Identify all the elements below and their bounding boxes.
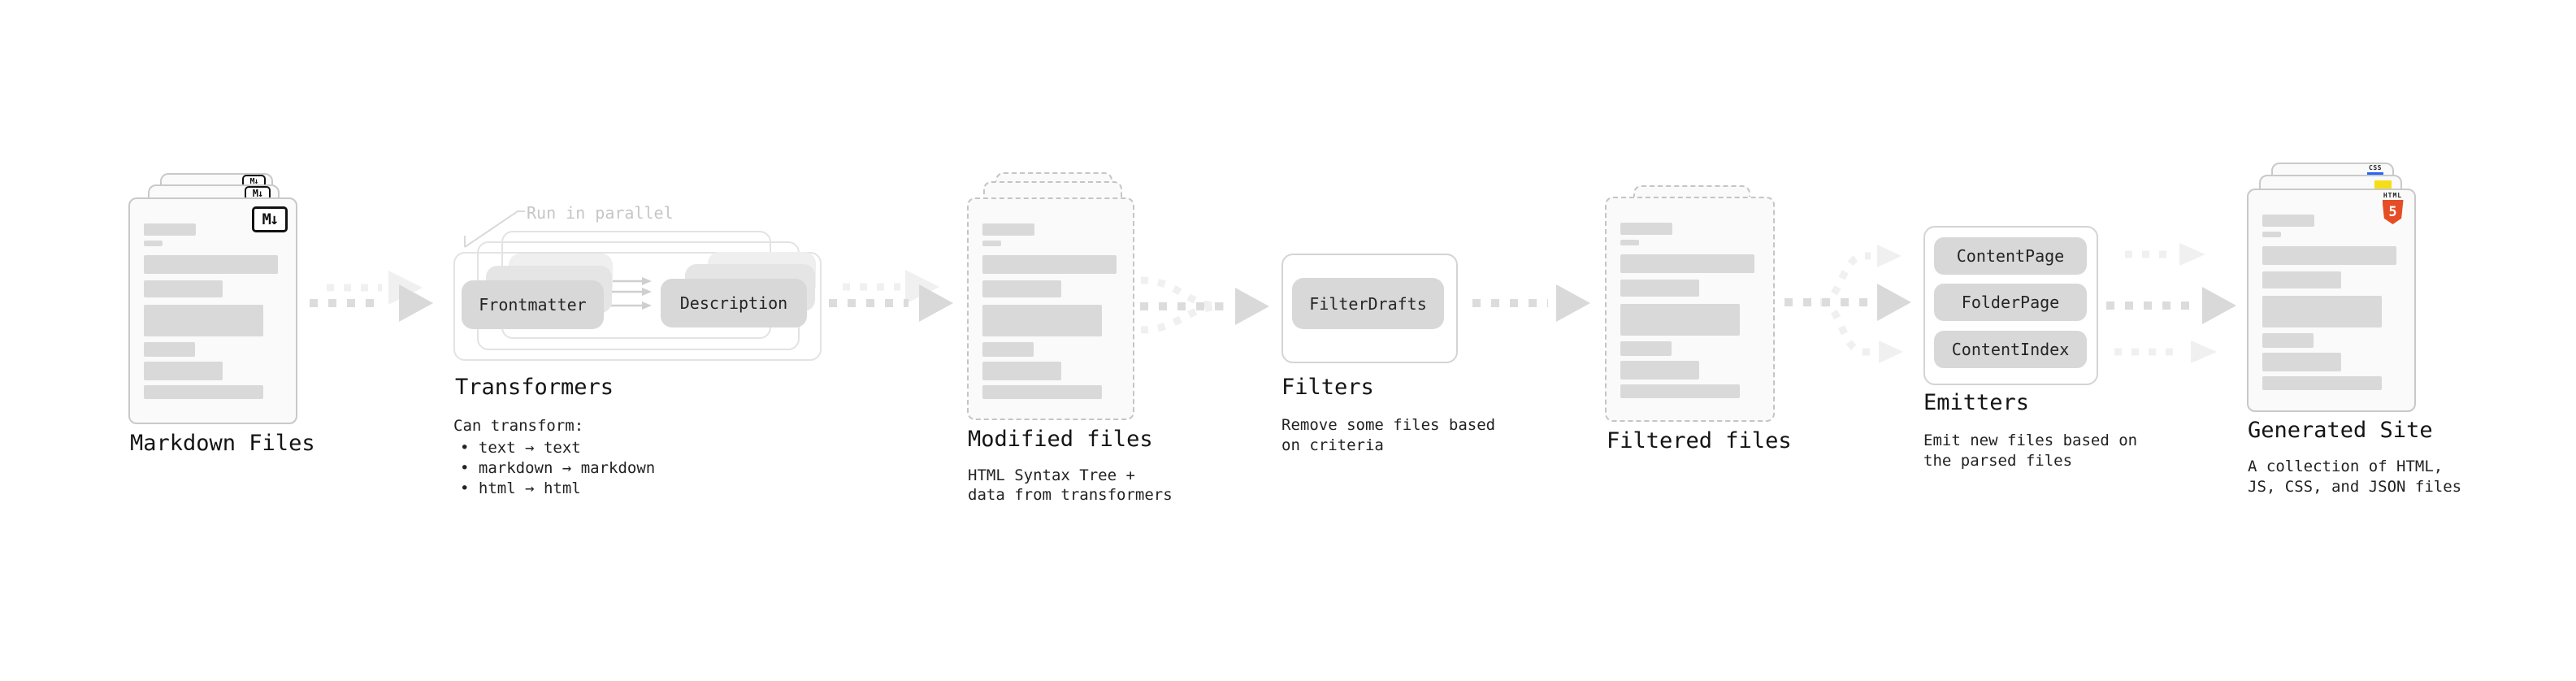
placeholder-bar bbox=[1620, 304, 1740, 336]
markdown-icon: M↓ bbox=[252, 206, 288, 232]
placeholder-bar bbox=[1620, 254, 1754, 273]
arrow-emitters-to-generated bbox=[2106, 243, 2236, 363]
placeholder-bar bbox=[982, 241, 1001, 246]
css-icon: CSS bbox=[2367, 165, 2383, 176]
stage-label-modified-files: Modified files bbox=[968, 427, 1153, 452]
stage-label-filtered-files: Filtered files bbox=[1607, 428, 1792, 453]
transformer-parallel-arrows bbox=[608, 277, 652, 310]
js-icon bbox=[2374, 180, 2392, 189]
modified-files-description: HTML Syntax Tree + bbox=[968, 466, 1135, 484]
transformers-bullet: • html → html bbox=[460, 479, 581, 497]
placeholder-bar bbox=[144, 255, 278, 274]
placeholder-bar bbox=[982, 255, 1117, 274]
stage-title-filters: Filters bbox=[1281, 375, 1374, 400]
placeholder-bar bbox=[2262, 353, 2341, 371]
placeholder-bar bbox=[144, 280, 223, 297]
emitter-pill-contentindex: ContentIndex bbox=[1934, 331, 2087, 368]
emitters-description: Emit new files based on bbox=[1923, 432, 2138, 449]
placeholder-bar bbox=[144, 362, 223, 380]
generated-site-description: JS, CSS, and JSON files bbox=[2248, 478, 2462, 496]
transformer-pill-frontmatter: Frontmatter bbox=[462, 280, 604, 329]
placeholder-bar bbox=[982, 280, 1061, 297]
run-in-parallel-leader-line bbox=[464, 210, 525, 248]
placeholder-bar bbox=[2262, 232, 2281, 237]
transformer-pill-description: Description bbox=[661, 279, 807, 327]
placeholder-bar bbox=[982, 305, 1102, 336]
html5-icon: HTML 5 bbox=[2382, 192, 2404, 224]
transformers-bullet: • text → text bbox=[460, 439, 581, 457]
transformers-subtitle: Can transform: bbox=[453, 417, 584, 435]
placeholder-bar bbox=[2262, 271, 2341, 288]
filter-pill-filterdrafts: FilterDrafts bbox=[1292, 278, 1444, 329]
stage-title-emitters: Emitters bbox=[1923, 390, 2030, 415]
stage-title-transformers: Transformers bbox=[455, 375, 614, 400]
arrow-filters-to-filtered bbox=[1472, 284, 1590, 322]
arrow-transformers-to-modified bbox=[829, 270, 953, 322]
placeholder-bar bbox=[2262, 246, 2396, 265]
file-card: M↓ bbox=[128, 197, 297, 424]
file-card: HTML 5 bbox=[2247, 189, 2416, 412]
placeholder-bar bbox=[982, 362, 1061, 380]
transformers-bullet: • markdown → markdown bbox=[460, 459, 656, 477]
run-in-parallel-annotation: Run in parallel bbox=[527, 203, 674, 223]
placeholder-bar bbox=[1620, 341, 1672, 356]
placeholder-bar bbox=[2262, 333, 2314, 348]
emitter-pill-contentpage: ContentPage bbox=[1934, 237, 2087, 275]
arrow-filtered-to-emitters-split bbox=[1785, 245, 1911, 363]
transformer-box bbox=[453, 252, 822, 361]
filters-description: Remove some files based bbox=[1281, 416, 1496, 434]
generated-site-description: A collection of HTML, bbox=[2248, 458, 2444, 475]
placeholder-bar bbox=[2262, 376, 2382, 390]
placeholder-bar bbox=[2262, 215, 2314, 227]
placeholder-bar bbox=[1620, 384, 1740, 398]
placeholder-bar bbox=[144, 342, 195, 357]
placeholder-bar bbox=[144, 223, 196, 236]
modified-files-description: data from transformers bbox=[968, 486, 1173, 504]
stage-label-generated-site: Generated Site bbox=[2248, 418, 2433, 443]
file-card bbox=[1605, 197, 1775, 422]
arrow-markdown-to-transformers bbox=[310, 271, 433, 322]
file-card bbox=[967, 197, 1134, 420]
placeholder-bar bbox=[1620, 223, 1672, 235]
placeholder-bar bbox=[144, 305, 263, 336]
emitter-pill-folderpage: FolderPage bbox=[1934, 284, 2087, 321]
placeholder-bar bbox=[2262, 296, 2382, 327]
filters-description: on criteria bbox=[1281, 436, 1384, 454]
placeholder-bar bbox=[982, 385, 1102, 399]
placeholder-bar bbox=[1620, 240, 1639, 245]
placeholder-bar bbox=[144, 241, 163, 246]
placeholder-bar bbox=[1620, 280, 1699, 297]
arrow-modified-to-filters-merge bbox=[1140, 276, 1269, 334]
placeholder-bar bbox=[982, 223, 1034, 236]
placeholder-bar bbox=[982, 342, 1034, 357]
placeholder-bar bbox=[1620, 361, 1699, 380]
placeholder-bar bbox=[144, 385, 263, 399]
stage-label-markdown-files: Markdown Files bbox=[130, 431, 315, 456]
emitters-description: the parsed files bbox=[1923, 452, 2073, 470]
